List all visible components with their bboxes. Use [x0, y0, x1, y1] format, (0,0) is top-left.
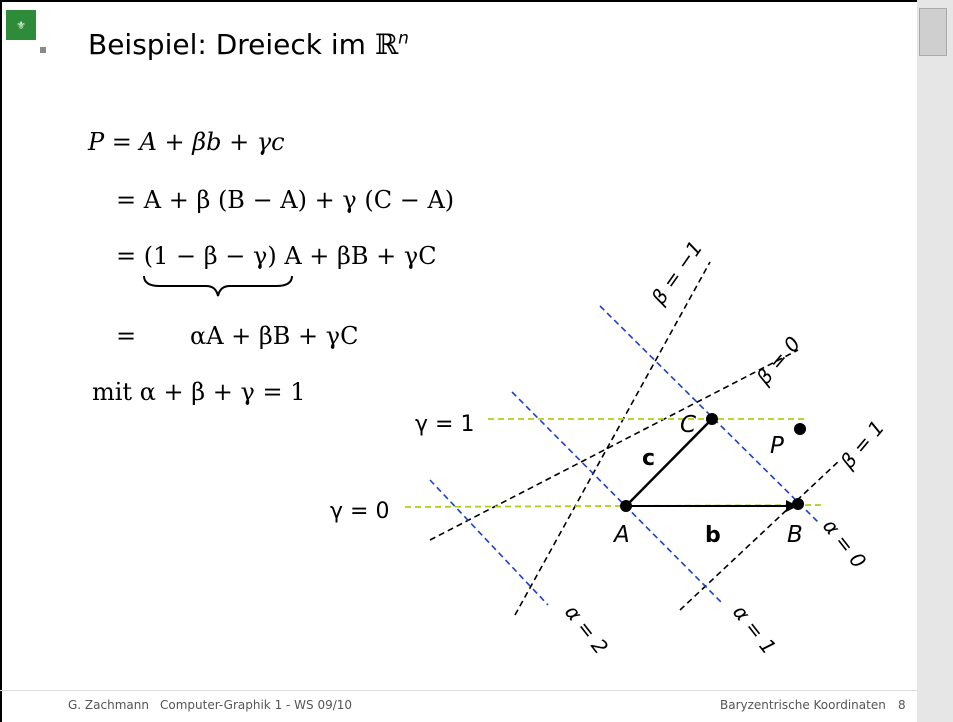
- real-numbers-symbol: ℝ: [374, 28, 399, 61]
- point-P-label: P: [770, 433, 784, 459]
- beta-minus-1-label: β = −1: [646, 236, 707, 309]
- vector-b-label: b: [705, 523, 721, 548]
- footer-divider: [0, 690, 917, 691]
- underbrace: [143, 275, 293, 297]
- portrait-image: [919, 8, 947, 56]
- alpha-0-label: α = 0: [818, 514, 871, 572]
- beta-1-label: β = 1: [835, 416, 889, 474]
- slide-title: Beispiel: Dreieck im ℝn: [88, 28, 409, 61]
- beta-0-line: [429, 349, 799, 541]
- footer-section: Baryzentrische Koordinaten: [720, 698, 886, 712]
- point-B-label: B: [787, 522, 803, 548]
- beta-minus-1-line: [514, 261, 711, 616]
- slide-sidebar: [917, 0, 953, 722]
- alpha-1-label: α = 1: [728, 600, 781, 658]
- point-A-marker: [620, 500, 632, 512]
- logo-square-icon: [40, 47, 46, 53]
- beta-0-label: β = 0: [751, 332, 805, 390]
- equation-line-2: = A + β (B − A) + γ (C − A): [116, 186, 455, 214]
- footer-course: Computer-Graphik 1 - WS 09/10: [160, 698, 353, 712]
- point-A-label: A: [612, 522, 630, 548]
- university-logo: ⚜: [6, 10, 36, 40]
- footer-page-number: 8: [898, 698, 906, 712]
- vector-c-line: [625, 418, 713, 507]
- alpha-2-line: [429, 479, 549, 606]
- point-C-marker: [706, 413, 718, 425]
- point-P-marker: [794, 423, 806, 435]
- equation-line-3: = (1 − β − γ) A + βB + γC: [116, 242, 437, 270]
- gamma-1-label: γ = 1: [415, 412, 474, 437]
- alpha-2-label: α = 2: [560, 600, 613, 658]
- vector-b-arrowhead: [786, 500, 798, 512]
- gamma-0-label: γ = 0: [330, 499, 389, 524]
- equation-line-4: αA + βB + γC: [190, 322, 359, 350]
- beta-1-line: [679, 459, 841, 611]
- equation-line-4-equals: =: [116, 322, 137, 350]
- constraint-line: mit α + β + γ = 1: [92, 378, 306, 406]
- equation-line-1: P = A + βb + γc: [88, 128, 285, 156]
- point-C-label: C: [680, 412, 696, 438]
- point-B-marker: [792, 498, 804, 510]
- vector-c-label: c: [642, 446, 655, 471]
- footer-author: G. Zachmann: [68, 698, 149, 712]
